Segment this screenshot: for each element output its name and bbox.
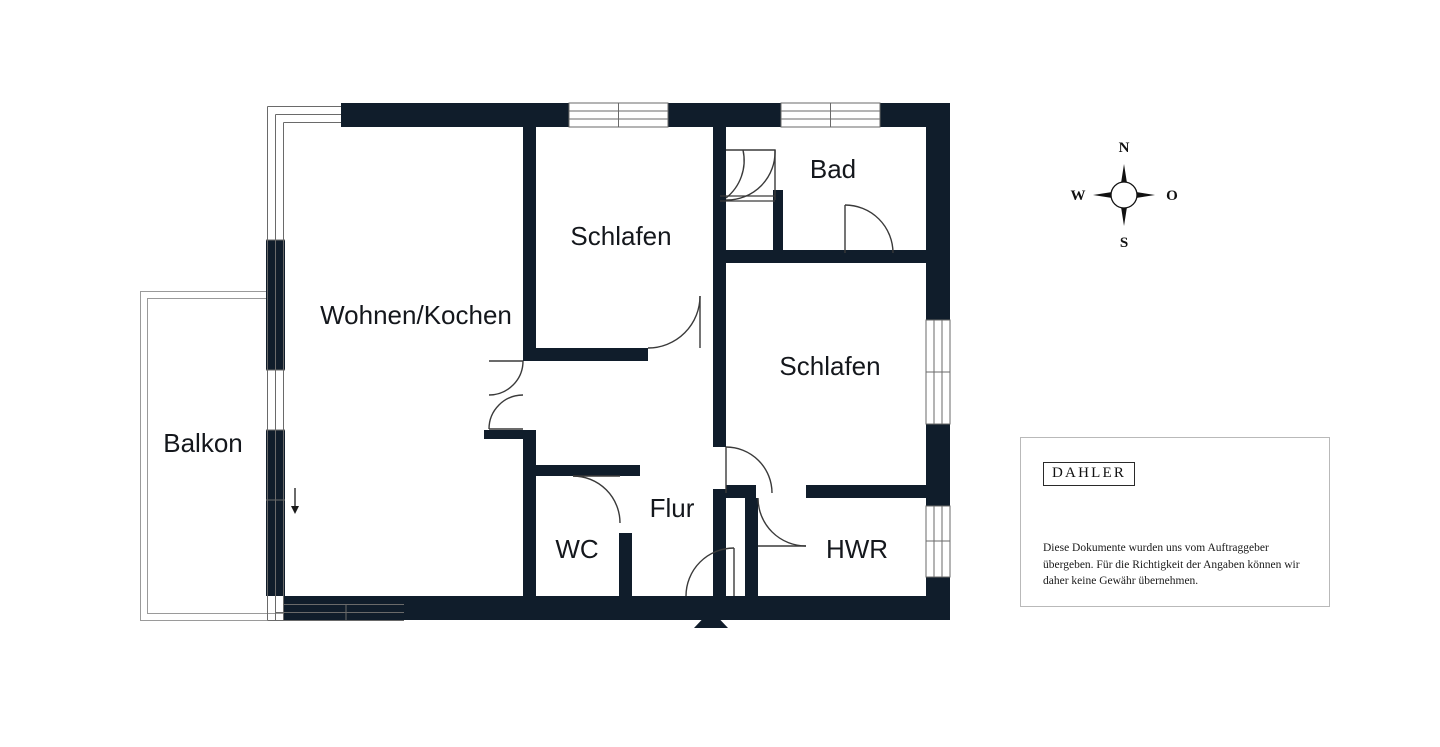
room-label-flur: Flur [650, 493, 695, 523]
compass-north-label: N [1119, 140, 1130, 156]
window-top-right [780, 102, 881, 128]
door-schlafen-ost [725, 446, 773, 494]
door-wc [572, 475, 621, 524]
balcony-glazing-walls [266, 106, 404, 621]
sliding-door-arrow [291, 488, 299, 514]
room-label-hwr: HWR [826, 534, 888, 564]
door-hwr [757, 497, 807, 547]
window-right-upper [925, 319, 951, 425]
room-label-wohnen-kochen: Wohnen/Kochen [320, 300, 512, 330]
brand-logo: DAHLER [1043, 462, 1136, 486]
compass-south-label: S [1120, 235, 1128, 251]
window-top-left [568, 102, 669, 128]
door-bad [844, 204, 894, 254]
compass-rose-icon: N S O W [1071, 140, 1178, 251]
room-label-bad: Bad [810, 154, 856, 184]
compass-east-label: O [1166, 188, 1178, 204]
disclaimer-card: DAHLER Diese Dokumente wurden uns vom Au… [1020, 437, 1330, 607]
compass-west-label: W [1071, 188, 1086, 204]
door-wohnen-double [488, 360, 524, 430]
disclaimer-text: Diese Dokumente wurden uns vom Auftragge… [1043, 542, 1300, 588]
room-label-wc: WC [555, 534, 598, 564]
room-label-schlafen-nord: Schlafen [570, 221, 671, 251]
interior-walls [484, 127, 926, 596]
door-schlafen-nord [647, 295, 701, 349]
window-right-lower [925, 505, 951, 578]
room-label-schlafen-ost: Schlafen [779, 351, 880, 381]
room-label-balkon: Balkon [163, 428, 243, 458]
entrance-door [685, 547, 735, 628]
door-closet-bad [720, 149, 776, 202]
